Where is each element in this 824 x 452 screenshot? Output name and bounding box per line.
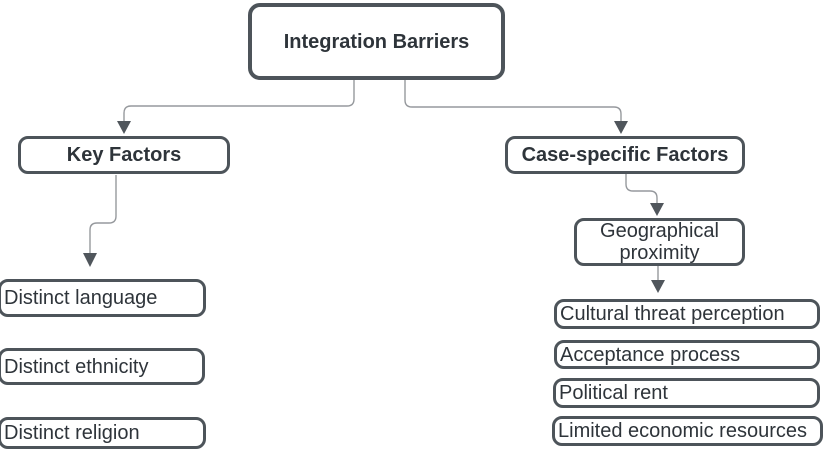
node-case-specific-factors-label: Case-specific Factors	[521, 144, 729, 166]
edge-root-to-case	[404, 80, 622, 121]
node-cultural-threat-perception-label: Cultural threat perception	[560, 303, 785, 325]
node-case-specific-factors: Case-specific Factors	[505, 136, 745, 174]
node-cultural-threat-perception: Cultural threat perception	[554, 299, 820, 329]
edge-key-to-language	[89, 175, 117, 253]
node-distinct-religion: Distinct religion	[0, 417, 206, 449]
node-distinct-religion-label: Distinct religion	[4, 422, 140, 444]
edge-case-to-geo	[625, 173, 658, 203]
node-distinct-ethnicity: Distinct ethnicity	[0, 348, 205, 385]
node-limited-economic-resources: Limited economic resources	[552, 416, 823, 446]
arrowhead-key	[117, 121, 131, 134]
node-acceptance-process: Acceptance process	[554, 340, 820, 369]
arrowhead-geo	[650, 203, 664, 216]
edge-root-to-key	[123, 80, 355, 121]
arrowhead-case	[614, 121, 628, 134]
node-distinct-language: Distinct language	[0, 279, 206, 317]
node-geographical-proximity-label: Geographical proximity	[600, 220, 719, 264]
node-geographical-proximity: Geographical proximity	[574, 218, 745, 266]
node-key-factors: Key Factors	[18, 136, 230, 174]
node-integration-barriers-label: Integration Barriers	[283, 30, 470, 53]
node-acceptance-process-label: Acceptance process	[560, 343, 741, 366]
node-distinct-language-label: Distinct language	[4, 287, 158, 309]
node-political-rent: Political rent	[553, 378, 820, 408]
arrowhead-language	[83, 253, 97, 267]
node-limited-economic-resources-label: Limited economic resources	[558, 420, 807, 442]
arrowhead-cultural	[651, 280, 665, 293]
node-political-rent-label: Political rent	[559, 382, 668, 404]
node-integration-barriers: Integration Barriers	[248, 3, 505, 80]
node-distinct-ethnicity-label: Distinct ethnicity	[4, 355, 149, 378]
node-key-factors-label: Key Factors	[66, 144, 182, 166]
